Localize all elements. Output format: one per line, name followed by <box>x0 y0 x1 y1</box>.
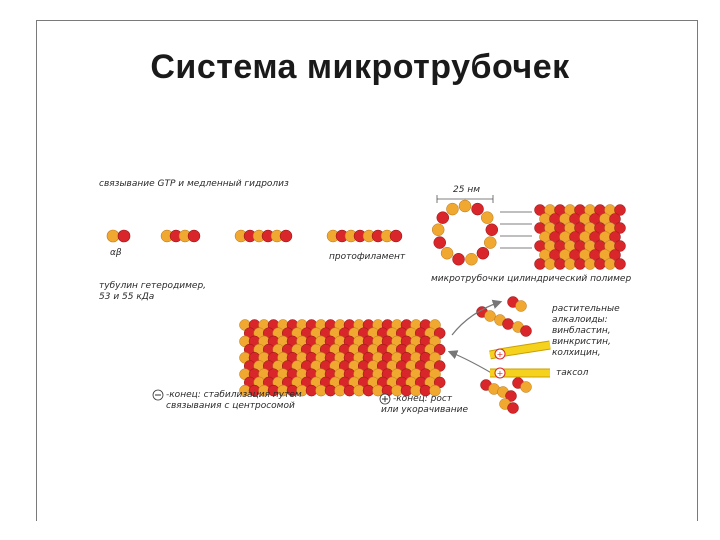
alkaloids-label-line5: колхицин, <box>552 348 601 359</box>
tubulin-subunit <box>453 253 465 265</box>
free-beta-subunit <box>521 382 532 393</box>
tubulin-subunit <box>486 224 498 236</box>
alkaloids-label-line3: винбластин, <box>552 326 611 337</box>
cylinder-polymer-label: микротрубочки цилиндрический полимер <box>431 274 631 285</box>
tubulin-subunit <box>446 203 458 215</box>
svg-text:+: + <box>497 350 504 359</box>
short-microtubule-cylinder <box>535 205 626 270</box>
svg-text:+: + <box>497 369 504 378</box>
tubulin-subunit <box>605 259 616 270</box>
tubulin-subunit <box>188 230 200 242</box>
microtubule-cross-section-ring <box>432 200 498 265</box>
plus-end-label-line1: -конец: рост <box>393 394 452 405</box>
minus-end-label-line2: связывания с центросомой <box>166 401 295 412</box>
tubulin-subunit <box>585 259 596 270</box>
minus-end-icon <box>153 390 163 400</box>
tubulin-subunit <box>280 230 292 242</box>
tubulin-subunit <box>432 224 444 236</box>
tubulin-subunit <box>465 253 477 265</box>
tubulin-subunit <box>484 237 496 249</box>
tubulin-dimer <box>107 230 130 242</box>
tubulin-subunit <box>477 247 489 259</box>
heterodimer-label-line1: тубулин гетеродимер, <box>99 281 206 292</box>
alkaloids-label-line1: растительные <box>552 304 620 315</box>
alkaloids-label-line2: алкалоиды: <box>552 315 608 326</box>
tubulin-subunit <box>390 230 402 242</box>
tubulin-subunit <box>595 259 606 270</box>
long-microtubule <box>240 320 446 397</box>
diameter-label: 25 нм <box>453 185 480 196</box>
tubulin-subunit <box>555 259 566 270</box>
tubulin-subunit <box>575 259 586 270</box>
free-beta-subunit <box>516 301 527 312</box>
tubulin-subunit <box>437 212 449 224</box>
minus-end-label-line1: -конец: стабилизация путем <box>166 390 302 401</box>
alkaloid-inhibition-arrow: + <box>490 345 550 359</box>
protofilament-4-dimers <box>327 230 402 242</box>
tubulin-subunit <box>434 237 446 249</box>
tubulin-subunit <box>459 200 471 212</box>
gtp-binding-label: связывание GTP и медленный гидролиз <box>99 179 289 190</box>
alkaloids-label-line4: винкристин, <box>552 337 611 348</box>
taxol-arrow: + <box>490 368 550 378</box>
dimer-label: αβ <box>110 248 122 259</box>
protofilament-2-dimers <box>161 230 200 242</box>
tubulin-subunit <box>545 259 556 270</box>
free-beta-subunit <box>503 319 514 330</box>
tubulin-subunit <box>535 259 546 270</box>
heterodimer-label-line2: 53 и 55 кДа <box>99 292 154 303</box>
tubulin-subunit <box>565 259 576 270</box>
ring-pointer-lines <box>500 212 532 248</box>
tubulin-subunit <box>481 212 493 224</box>
taxol-label: таксол <box>556 368 588 379</box>
tubulin-subunit <box>472 203 484 215</box>
plus-end-icon <box>380 394 390 404</box>
protofilament-label: протофиламент <box>329 252 405 263</box>
free-beta-subunit <box>508 403 519 414</box>
free-beta-subunit <box>485 311 496 322</box>
plus-end-label-line2: или укорачивание <box>381 405 468 416</box>
tubulin-subunit <box>615 259 626 270</box>
free-beta-subunit <box>521 326 532 337</box>
protofilament-3-dimers <box>235 230 292 242</box>
tubulin-subunit <box>441 247 453 259</box>
